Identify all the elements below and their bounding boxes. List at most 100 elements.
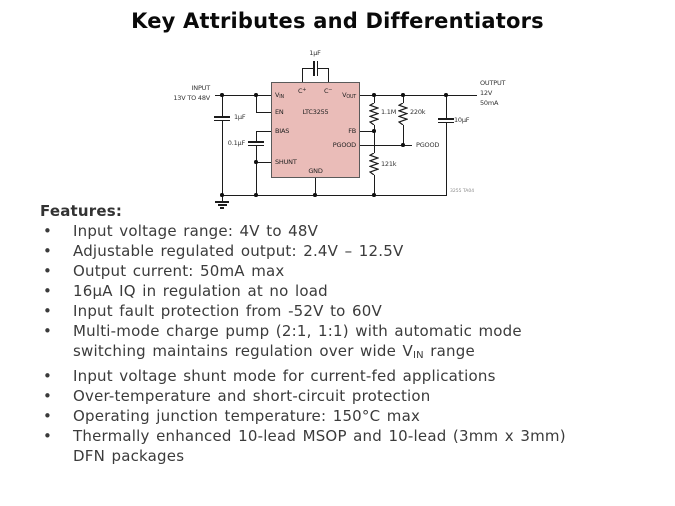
feature-item: • Operating junction temperature: 150°C … bbox=[40, 406, 650, 426]
feature-text: Thermally enhanced 10-lead MSOP and 10-l… bbox=[73, 427, 566, 445]
feature-item: • Adjustable regulated output: 2.4V – 12… bbox=[40, 241, 650, 261]
input-title: INPUT bbox=[191, 84, 211, 92]
wire-incap-bottom bbox=[222, 121, 224, 195]
pgood-net-label: PGOOD bbox=[416, 140, 440, 149]
wire-pgood bbox=[360, 145, 412, 147]
ic-box-ltc3255: VIN EN BIAS SHUNT C+ C− VOUT FB PGOOD GN… bbox=[271, 82, 360, 178]
resistor-bottom-label: 121k bbox=[381, 160, 397, 168]
bullet-glyph: • bbox=[43, 322, 53, 340]
input-label: INPUT 13V TO 48V bbox=[150, 83, 210, 103]
capacitor-output-plate bbox=[438, 118, 454, 120]
wire-input bbox=[215, 95, 271, 97]
wire-r1-bottom bbox=[374, 125, 376, 131]
pin-cplus: C+ bbox=[298, 87, 307, 95]
capacitor-input-plate bbox=[214, 116, 230, 118]
feature-text: Input voltage shunt mode for current-fed… bbox=[73, 367, 496, 385]
wire-biascap-top bbox=[256, 131, 258, 141]
feature-item: • Over-temperature and short-circuit pro… bbox=[40, 386, 650, 406]
feature-text: Input voltage range: 4V to 48V bbox=[73, 222, 319, 240]
feature-text: Multi-mode charge pump (2:1, 1:1) with a… bbox=[73, 322, 522, 340]
pin-cminus: C− bbox=[324, 87, 333, 95]
junction-dot bbox=[313, 193, 317, 197]
output-title: OUTPUT bbox=[480, 79, 506, 87]
vin-subscript: IN bbox=[412, 350, 424, 361]
wire-en-tap bbox=[256, 95, 258, 112]
pin-vin: VIN bbox=[275, 91, 284, 101]
junction-dot bbox=[372, 93, 376, 97]
bullet-glyph: • bbox=[43, 242, 53, 260]
feature-text: 16µA IQ in regulation at no load bbox=[73, 282, 328, 300]
features-list: • Input voltage range: 4V to 48V • Adjus… bbox=[40, 221, 650, 466]
wire-gnd-stub bbox=[315, 178, 317, 195]
pin-en: EN bbox=[275, 108, 284, 116]
junction-dot bbox=[220, 193, 224, 197]
ground-icon bbox=[220, 207, 224, 209]
junction-dot bbox=[254, 193, 258, 197]
wire-incap-top bbox=[222, 95, 224, 116]
bullet-glyph: • bbox=[43, 367, 53, 385]
wire-r1-top bbox=[374, 95, 376, 103]
bullet-glyph: • bbox=[43, 222, 53, 240]
bias-cap-label: 0.1µF bbox=[227, 139, 245, 147]
slide-title: Key Attributes and Differentiators bbox=[131, 9, 544, 33]
bullet-glyph: • bbox=[43, 427, 53, 445]
input-cap-label: 1µF bbox=[234, 113, 246, 121]
ground-icon bbox=[215, 201, 229, 203]
pin-bias: BIAS bbox=[275, 127, 290, 135]
junction-dot bbox=[254, 93, 258, 97]
capacitor-bias-plate bbox=[248, 144, 264, 147]
wire-r2-top bbox=[403, 95, 405, 103]
features-heading: Features: bbox=[40, 202, 123, 220]
feature-item: • Thermally enhanced 10-lead MSOP and 10… bbox=[40, 426, 650, 466]
resistor-220k bbox=[398, 103, 408, 125]
capacitor-flying-plate bbox=[316, 61, 319, 76]
capacitor-output-plate bbox=[438, 121, 454, 124]
feature-item: • Multi-mode charge pump (2:1, 1:1) with… bbox=[40, 321, 650, 366]
pin-shunt: SHUNT bbox=[275, 158, 297, 166]
wire-r3-top bbox=[374, 131, 376, 153]
wire-r3-bottom bbox=[374, 175, 376, 195]
pin-fb: FB bbox=[348, 127, 356, 135]
resistor-right-label: 220k bbox=[410, 108, 426, 116]
wire-fb bbox=[360, 131, 374, 133]
junction-dot bbox=[372, 193, 376, 197]
feature-text: Operating junction temperature: 150°C ma… bbox=[73, 407, 421, 425]
pin-vout: VOUT bbox=[342, 91, 356, 101]
feature-item: • Input fault protection from -52V to 60… bbox=[40, 301, 650, 321]
feature-text-line2: switching maintains regulation over wide… bbox=[73, 342, 475, 361]
bullet-glyph: • bbox=[43, 282, 53, 300]
capacitor-bias-plate bbox=[248, 141, 264, 143]
figure-ref: 3255 TA04 bbox=[450, 189, 475, 194]
output-label: OUTPUT 12V 50mA bbox=[480, 78, 505, 108]
wire-biascap-bottom bbox=[256, 146, 258, 195]
junction-dot bbox=[401, 143, 405, 147]
pin-gnd: GND bbox=[308, 167, 323, 175]
wire-flycap-left bbox=[302, 68, 313, 70]
wire-flycap-right bbox=[318, 68, 328, 70]
bullet-glyph: • bbox=[43, 387, 53, 405]
wire-cplus-stub bbox=[302, 68, 304, 82]
resistor-top-label: 1.1M bbox=[381, 108, 397, 116]
flying-cap-label: 1µF bbox=[309, 49, 321, 57]
wire-en bbox=[256, 112, 271, 114]
feature-text: Input fault protection from -52V to 60V bbox=[73, 302, 382, 320]
pin-pgood: PGOOD bbox=[332, 141, 356, 149]
wire-outcap-bottom bbox=[446, 123, 448, 195]
capacitor-flying-plate bbox=[313, 61, 315, 76]
resistor-1-1M bbox=[369, 103, 379, 125]
feature-text: Adjustable regulated output: 2.4V – 12.5… bbox=[73, 242, 404, 260]
input-range: 13V TO 48V bbox=[173, 94, 210, 102]
wire-output bbox=[360, 95, 477, 97]
junction-dot bbox=[220, 93, 224, 97]
wire-outcap-top bbox=[446, 95, 448, 118]
output-current: 50mA bbox=[480, 99, 499, 107]
junction-dot bbox=[372, 129, 376, 133]
feature-item: • Input voltage range: 4V to 48V bbox=[40, 221, 650, 241]
ic-part-number: LTC3255 bbox=[302, 108, 329, 116]
junction-dot bbox=[254, 160, 258, 164]
wire-gndsym-stub bbox=[222, 195, 224, 201]
feature-text: Over-temperature and short-circuit prote… bbox=[73, 387, 431, 405]
capacitor-input-plate bbox=[214, 119, 230, 122]
circuit-schematic: VIN EN BIAS SHUNT C+ C− VOUT FB PGOOD GN… bbox=[150, 45, 540, 217]
wire-shunt bbox=[256, 162, 271, 164]
